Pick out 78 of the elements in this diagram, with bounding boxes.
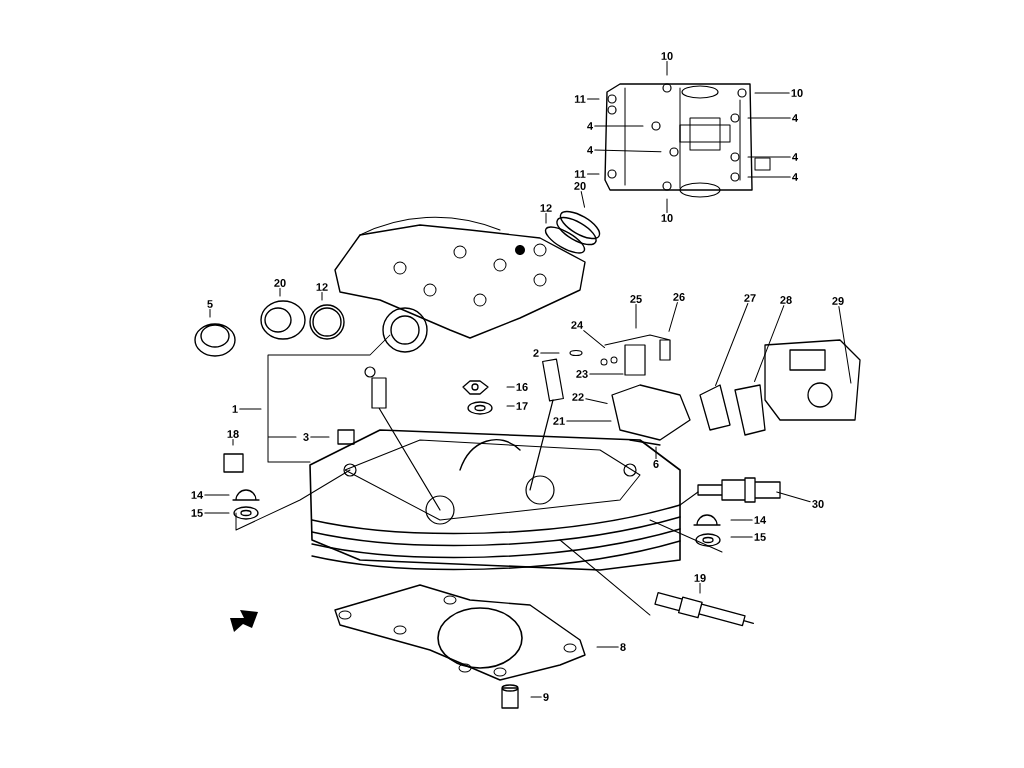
callout-number: 14 bbox=[754, 516, 767, 524]
leader-line bbox=[776, 491, 811, 503]
callout-number: 4 bbox=[792, 153, 798, 161]
leader-line bbox=[321, 292, 323, 301]
callout-number: 4 bbox=[587, 146, 593, 154]
callout-number: 26 bbox=[673, 293, 685, 301]
leader-line bbox=[232, 439, 234, 446]
leader-line bbox=[838, 306, 852, 384]
callout-number: 9 bbox=[543, 693, 549, 701]
callout-number: 15 bbox=[191, 509, 203, 517]
leader-line bbox=[587, 173, 600, 175]
leader-line bbox=[666, 61, 668, 76]
callout-number: 10 bbox=[661, 52, 673, 60]
callout-number: 10 bbox=[661, 214, 673, 222]
callout-number: 30 bbox=[812, 500, 824, 508]
callout-number: 3 bbox=[303, 433, 309, 441]
leader-line bbox=[589, 373, 624, 375]
callout-number: 23 bbox=[576, 370, 588, 378]
leader-line bbox=[506, 386, 515, 388]
callout-number: 21 bbox=[553, 417, 565, 425]
callout-number: 28 bbox=[780, 296, 792, 304]
callout-number: 6 bbox=[653, 460, 659, 468]
leader-line bbox=[715, 303, 749, 386]
callout-number: 10 bbox=[791, 89, 803, 97]
callout-number: 4 bbox=[792, 173, 798, 181]
leader-line bbox=[594, 125, 644, 127]
callout-number: 4 bbox=[587, 122, 593, 130]
callout-number: 1 bbox=[232, 405, 238, 413]
leader-line bbox=[730, 519, 753, 521]
leader-line bbox=[580, 191, 586, 208]
callout-number: 12 bbox=[540, 204, 552, 212]
leader-line bbox=[754, 305, 785, 382]
callout-number: 20 bbox=[574, 182, 586, 190]
callout-number: 14 bbox=[191, 491, 204, 499]
callout-number: 16 bbox=[516, 383, 528, 391]
leader-line bbox=[730, 536, 753, 538]
callout-number: 8 bbox=[620, 643, 626, 651]
callout-number: 29 bbox=[832, 297, 844, 305]
callout-number: 22 bbox=[572, 393, 584, 401]
leader-line bbox=[585, 398, 608, 404]
callout-number: 18 bbox=[227, 430, 239, 438]
callout-number: 4 bbox=[792, 114, 798, 122]
leader-line bbox=[587, 98, 600, 100]
callout-number: 5 bbox=[207, 300, 213, 308]
leader-line bbox=[545, 213, 547, 224]
callout-number: 15 bbox=[754, 533, 766, 541]
leader-line bbox=[204, 494, 230, 496]
leader-line bbox=[566, 420, 612, 422]
leader-line bbox=[747, 117, 791, 119]
leader-line bbox=[747, 156, 791, 158]
leader-line bbox=[204, 512, 230, 514]
leader-line bbox=[596, 646, 619, 648]
callout-number: 25 bbox=[630, 295, 642, 303]
callout-number: 11 bbox=[574, 170, 586, 178]
leader-line bbox=[209, 309, 211, 318]
leader-line bbox=[594, 149, 662, 153]
leader-line bbox=[530, 696, 542, 698]
callout-number: 24 bbox=[571, 321, 584, 329]
leader-line bbox=[635, 304, 637, 329]
callout-number: 2 bbox=[533, 349, 539, 357]
callout-number: 19 bbox=[694, 574, 706, 582]
leader-line bbox=[668, 302, 678, 332]
leader-line bbox=[655, 446, 657, 459]
leader-line bbox=[279, 288, 281, 297]
leader-line bbox=[506, 405, 515, 407]
callout-number: 12 bbox=[316, 283, 328, 291]
callout-number: 11 bbox=[574, 95, 586, 103]
callout-number: 17 bbox=[516, 402, 528, 410]
leader-line bbox=[666, 198, 668, 213]
leader-line bbox=[583, 330, 606, 349]
callout-number: 20 bbox=[274, 279, 286, 287]
leader-line bbox=[754, 92, 790, 94]
leader-line bbox=[540, 352, 560, 354]
leader-line bbox=[310, 436, 330, 438]
leader-line bbox=[699, 583, 701, 594]
leader-line bbox=[747, 176, 791, 178]
callout-number: 27 bbox=[744, 294, 756, 302]
leader-line bbox=[239, 408, 262, 410]
